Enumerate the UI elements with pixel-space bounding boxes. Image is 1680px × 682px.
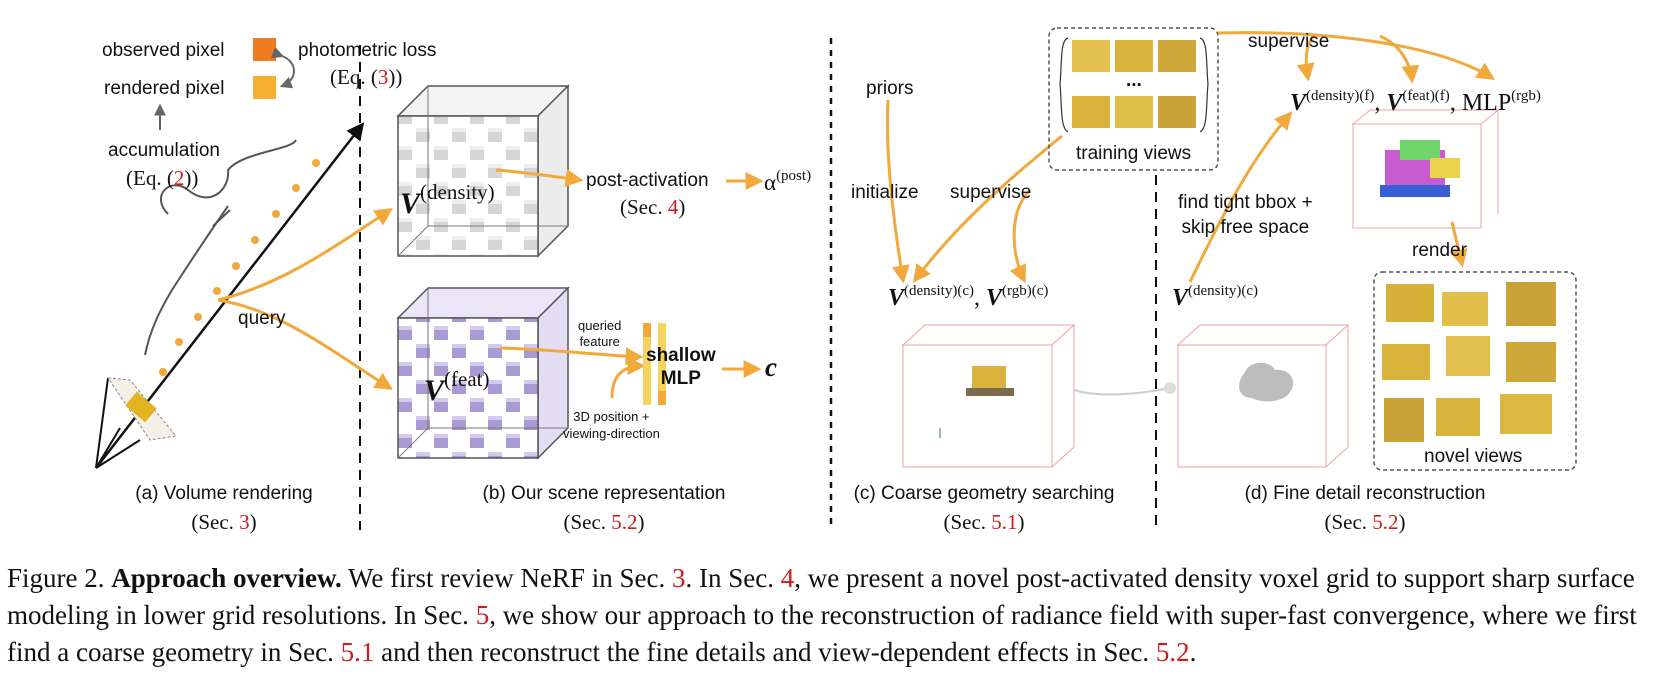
- panel-a-sec: (Sec. 3): [191, 510, 257, 534]
- training-views-label: training views: [1076, 143, 1192, 164]
- panel-a-title: (a) Volume rendering: [135, 483, 313, 504]
- novel-views-thumbnails: [1382, 282, 1556, 442]
- approach-overview-figure: [95, 27, 1577, 530]
- coarse-excavator: [966, 366, 1014, 396]
- fine-render-box: [1351, 109, 1500, 229]
- ray-sample-points: [159, 159, 320, 376]
- coarse-grids-label: V(density)(c), V(rgb)(c): [888, 283, 1049, 311]
- feature-voxel-grid: [396, 286, 570, 460]
- training-views-thumbnails: [1059, 37, 1209, 133]
- brace-stem: [212, 209, 231, 227]
- query-label: query: [238, 308, 286, 329]
- eq-3-ref[interactable]: 3: [377, 65, 389, 89]
- accumulation-eq: (Eq. (2)): [126, 166, 199, 190]
- rendered-pixel-label: rendered pixel: [104, 78, 225, 99]
- rendered-pixel-swatch: [253, 76, 276, 99]
- training-views-ellipsis: ...: [1126, 70, 1142, 91]
- caption-title: Approach overview.: [111, 563, 342, 593]
- novel-views-label: novel views: [1424, 446, 1523, 467]
- fine-grids-label: V(density)(f), V(feat)(f), MLP(rgb): [1290, 88, 1541, 116]
- supervise-fine-arrow-main: [1217, 31, 1496, 80]
- panel-d-title: (d) Fine detail reconstruction: [1244, 483, 1486, 504]
- post-activation-arrow-in: [495, 168, 584, 187]
- observed-pixel-label: observed pixel: [102, 40, 225, 61]
- supervise-fine-arrow-density: [1296, 32, 1317, 82]
- panel-b-title: (b) Our scene representation: [482, 483, 726, 504]
- eq-2-ref[interactable]: 2: [173, 166, 185, 190]
- figure-caption: Figure 2. Approach overview. We first re…: [7, 563, 1637, 667]
- post-activation-label: post-activation: [586, 170, 709, 191]
- image-plane-excavator: [125, 391, 157, 423]
- coarse-density-label-d: V(density)(c): [1172, 283, 1258, 311]
- panel-b-sec: (Sec. 5.2): [563, 510, 645, 534]
- post-activation-sec: (Sec. 4): [620, 195, 686, 219]
- priors-initialize-arrow: [885, 99, 910, 284]
- find-tight-bbox-arrow: [1188, 111, 1293, 283]
- photometric-loss-arrow: [270, 47, 295, 89]
- panel-c-title: (c) Coarse geometry searching: [853, 483, 1115, 504]
- find-tight-bbox-label: find tight bbox +skip free space: [1178, 192, 1313, 238]
- novel-views-box: [1373, 271, 1577, 471]
- link-dot: [1164, 382, 1176, 394]
- caption-ref-sec-5-1[interactable]: 5.1: [340, 637, 375, 667]
- sec-5-1-ref[interactable]: 5.1: [991, 510, 1018, 534]
- camera-frustum: [95, 377, 141, 469]
- fine-render-excavator: [1380, 140, 1460, 197]
- accumulation-brace-lower: [144, 205, 229, 356]
- caption-ref-sec-4[interactable]: 4: [780, 563, 795, 593]
- photometric-loss-label: photometric loss: [298, 40, 437, 61]
- accumulation-brace: [160, 139, 297, 215]
- alpha-post-label: α(post): [764, 168, 812, 195]
- accumulation-label: accumulation: [108, 140, 220, 161]
- query-arrow-feat: [217, 298, 394, 390]
- caption-ref-sec-5-2[interactable]: 5.2: [1155, 637, 1190, 667]
- caption-ref-sec-3[interactable]: 3: [672, 563, 686, 593]
- mlp-layers: [643, 323, 666, 405]
- training-views-box: [1048, 27, 1219, 171]
- coarse-bbox: [901, 324, 1076, 468]
- fine-bbox: [1176, 324, 1350, 468]
- density-voxel-grid: [396, 84, 570, 258]
- sec-4-ref[interactable]: 4: [667, 195, 679, 219]
- supervise-label-d: supervise: [1248, 31, 1330, 52]
- panel-d-sec: (Sec. 5.2): [1324, 510, 1406, 534]
- initialize-label: initialize: [851, 182, 919, 203]
- supervise-label-c: supervise: [950, 182, 1032, 203]
- caption-figure-number: Figure 2.: [7, 563, 105, 593]
- fine-coarse-shape: [1239, 362, 1294, 402]
- position-arrow: [610, 357, 646, 399]
- priors-label: priors: [866, 78, 914, 99]
- c-output-label: c: [765, 352, 777, 382]
- queried-feature-arrow: [499, 346, 644, 366]
- observed-pixel-swatch: [253, 38, 276, 61]
- v-density-label: V(density): [400, 180, 495, 220]
- render-label: render: [1412, 240, 1467, 261]
- supervise-fine-arrow-feat: [1379, 34, 1420, 84]
- sec-5-2-ref-d[interactable]: 5.2: [1372, 510, 1399, 534]
- caption-ref-sec-5[interactable]: 5: [475, 600, 490, 630]
- panel-c-sec: (Sec. 5.1): [943, 510, 1025, 534]
- v-feat-label: V(feat): [424, 367, 490, 407]
- supervise-rgb-arrow: [1009, 188, 1032, 284]
- supervise-density-arrow: [912, 134, 1063, 283]
- coarse-to-fine-link: [1073, 387, 1171, 396]
- sec-5-2-ref-b[interactable]: 5.2: [611, 510, 638, 534]
- query-arrow-density: [217, 208, 393, 302]
- photometric-loss-eq: (Eq. (3)): [330, 65, 403, 89]
- position-direction-label: 3D position +viewing-direction: [563, 409, 660, 441]
- render-arrow: [1449, 221, 1468, 268]
- sec-3-ref[interactable]: 3: [239, 510, 250, 534]
